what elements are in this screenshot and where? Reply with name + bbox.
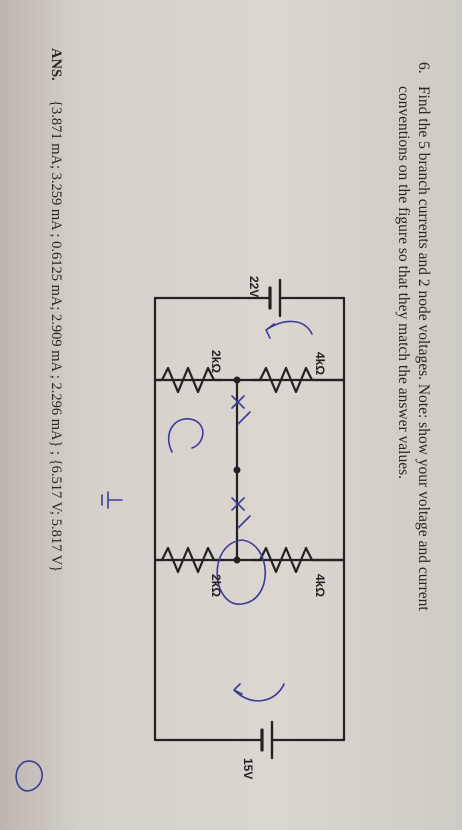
label-r-bottom-right: 2kΩ [209, 574, 223, 597]
pen-curl-center [167, 418, 204, 453]
label-source-left: 22V [247, 276, 261, 297]
label-source-right: 15V [241, 758, 255, 779]
pen-circle-answer [15, 760, 43, 792]
pen-marks-center-left [231, 395, 251, 425]
pen-marks-center-right [231, 497, 251, 529]
label-r-top-right: 4kΩ [313, 574, 327, 597]
label-r-top-left: 4kΩ [313, 352, 327, 375]
answer-label: ANS. [48, 48, 64, 81]
pen-arrow-loop-right [233, 683, 285, 702]
node-right [233, 556, 241, 564]
pen-ground-mark [101, 491, 123, 509]
resistor-bottom-right [153, 546, 224, 574]
pen-arrow-loop-left [265, 320, 313, 339]
answer-values: {3.871 mA; 3.259 mA ; 0.6125 mA; 2.909 m… [48, 100, 64, 573]
resistor-top-left [250, 366, 346, 394]
node-center [233, 466, 241, 474]
resistor-bottom-left [153, 366, 224, 394]
node-left [233, 376, 241, 384]
label-r-bottom-left: 2kΩ [209, 350, 223, 373]
pen-circle-node-right [216, 539, 266, 605]
